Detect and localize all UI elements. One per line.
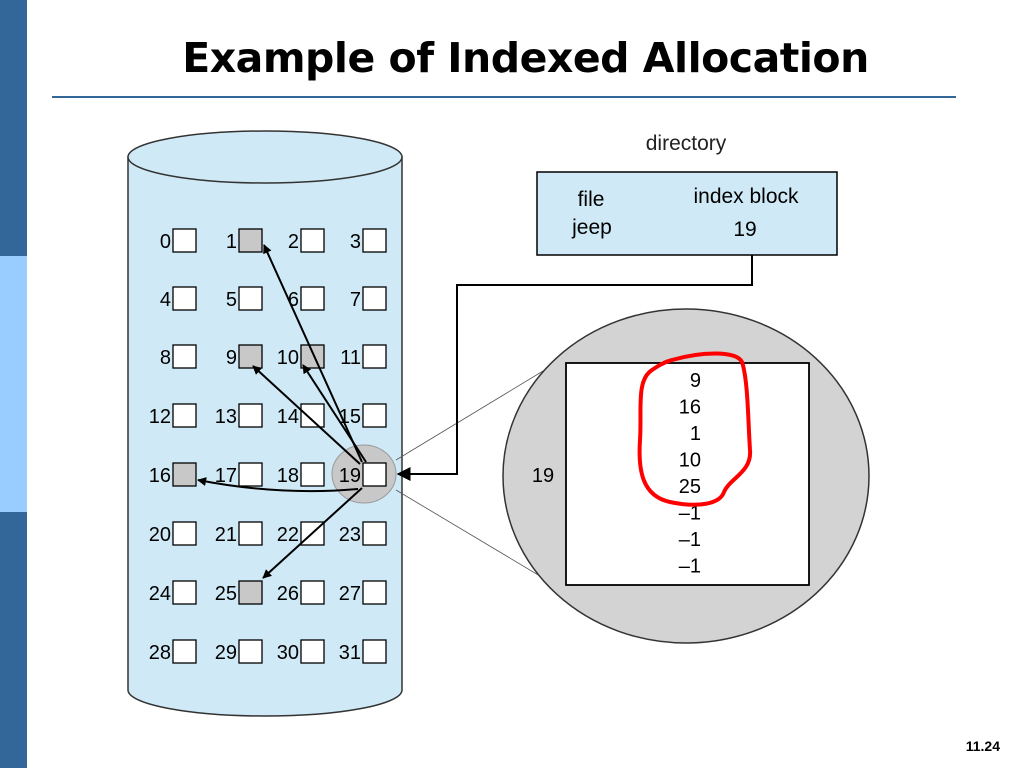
block-number-26: 26 [277, 583, 299, 605]
disk-block-18 [300, 462, 325, 487]
block-number-21: 21 [215, 524, 237, 546]
disk-block-31 [362, 639, 387, 664]
arrow-to-block-25 [262, 487, 363, 579]
block-number-3: 3 [350, 231, 361, 253]
zoom-guide-bottom [395, 489, 561, 589]
block-number-4: 4 [160, 289, 171, 311]
disk-block-26 [300, 580, 325, 605]
disk-block-2 [300, 228, 325, 253]
disk-block-0 [172, 228, 197, 253]
arrow-to-block-1 [263, 244, 363, 463]
zoom-block-label: 19 [532, 465, 554, 487]
block-number-22: 22 [277, 524, 299, 546]
index-entry: 25 [679, 476, 701, 498]
disk-block-21 [238, 521, 263, 546]
block-number-12: 12 [149, 406, 171, 428]
directory-file-header: file [578, 188, 605, 211]
index-entry: 1 [690, 423, 701, 445]
block-number-2: 2 [288, 231, 299, 253]
index-block-table [565, 362, 810, 586]
block-number-19: 19 [339, 465, 361, 487]
disk-block-1 [238, 228, 263, 253]
block-number-27: 27 [339, 583, 361, 605]
directory-index-header: index block [693, 185, 799, 208]
block-number-23: 23 [339, 524, 361, 546]
block-number-24: 24 [149, 583, 171, 605]
disk-block-8 [172, 344, 197, 369]
index-entry: 9 [690, 370, 701, 392]
disk-block-9 [238, 344, 263, 369]
arrow-to-block-10 [302, 364, 367, 463]
disk-block-4 [172, 286, 197, 311]
block-number-1: 1 [226, 231, 237, 253]
index-entry: –1 [679, 556, 701, 578]
block-number-13: 13 [215, 406, 237, 428]
disk-block-11 [362, 344, 387, 369]
index-entry: 10 [679, 450, 701, 472]
disk-block-15 [362, 403, 387, 428]
block-number-31: 31 [339, 642, 361, 664]
block-number-6: 6 [288, 289, 299, 311]
disk-block-27 [362, 580, 387, 605]
arrow-to-block-16 [197, 477, 359, 493]
block-number-10: 10 [277, 347, 299, 369]
directory-table [536, 171, 838, 256]
block-pointer-arrows [197, 244, 367, 579]
disk-block-20 [172, 521, 197, 546]
block-number-9: 9 [226, 347, 237, 369]
index-block-entries: 9 16 1 10 25 –1 –1 –1 [679, 370, 701, 578]
title-divider [52, 96, 956, 98]
block-number-17: 17 [215, 465, 237, 487]
disk-block-3 [362, 228, 387, 253]
block-number-30: 30 [277, 642, 299, 664]
block-number-11: 11 [340, 347, 361, 369]
disk-block-23 [362, 521, 387, 546]
disk-block-24 [172, 580, 197, 605]
sidebar-stripe-bottom [0, 512, 27, 768]
disk-block-10 [300, 344, 325, 369]
disk-block-7 [362, 286, 387, 311]
slide-number: 11.24 [965, 738, 1000, 754]
disk-block-17 [238, 462, 263, 487]
block-number-8: 8 [160, 347, 171, 369]
index-entry: –1 [679, 503, 701, 525]
zoom-guide-top [395, 367, 549, 461]
block-number-16: 16 [149, 465, 171, 487]
disk-block-13 [238, 403, 263, 428]
sidebar-stripe-top [0, 0, 27, 256]
disk-block-16 [172, 462, 197, 487]
disk-block-19 [362, 462, 387, 487]
block-number-5: 5 [226, 289, 237, 311]
index-entry: 16 [679, 397, 701, 419]
directory-label: directory [646, 132, 727, 155]
directory-index-value: 19 [733, 218, 756, 241]
disk-block-25 [238, 580, 263, 605]
red-annotation-circle [637, 351, 753, 507]
block-number-14: 14 [277, 406, 299, 428]
block-number-0: 0 [160, 231, 171, 253]
block-number-20: 20 [149, 524, 171, 546]
block-number-25: 25 [215, 583, 237, 605]
disk-block-6 [300, 286, 325, 311]
directory-file-name: jeep [571, 216, 612, 239]
disk-block-14 [300, 403, 325, 428]
disk-block-28 [172, 639, 197, 664]
block-number-18: 18 [277, 465, 299, 487]
directory-to-index-arrow [396, 255, 753, 481]
index-entry: –1 [679, 529, 701, 551]
slide-title: Example of Indexed Allocation [182, 34, 869, 82]
disk-block-5 [238, 286, 263, 311]
disk-block-30 [300, 639, 325, 664]
block-number-29: 29 [215, 642, 237, 664]
sidebar-stripe-middle [0, 256, 27, 512]
block-number-28: 28 [149, 642, 171, 664]
arrow-to-block-9 [252, 365, 361, 465]
block-number-7: 7 [350, 289, 361, 311]
disk-block-29 [238, 639, 263, 664]
disk-block-12 [172, 403, 197, 428]
